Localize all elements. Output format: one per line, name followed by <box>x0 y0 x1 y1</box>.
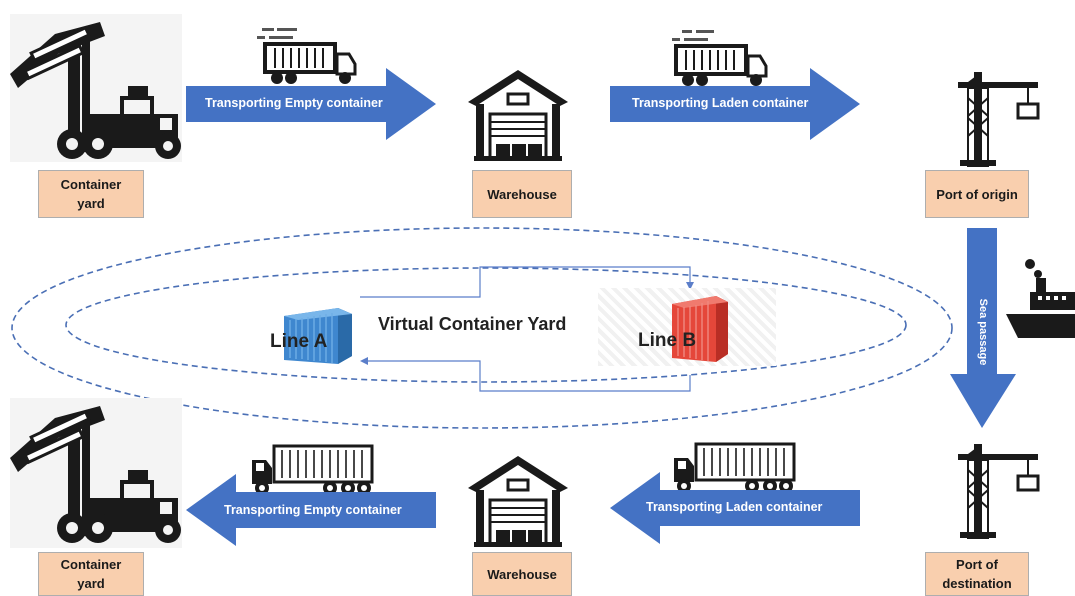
arrow-bottom-left <box>186 474 436 546</box>
shipping-container-icon <box>276 304 354 366</box>
virtual-yard-ellipses <box>11 227 953 429</box>
container-yard-bottom-label: Container yard <box>38 552 144 596</box>
port-crane-icon <box>952 440 1044 540</box>
container-yard-top-label: Container yard <box>38 170 144 218</box>
arrow-bottom-left-label: Transporting Empty container <box>224 503 402 517</box>
arrow-bottom-right-label: Transporting Laden container <box>646 500 823 514</box>
virtual-yard-title: Virtual Container Yard <box>378 314 567 334</box>
arrow-bottom-right <box>610 472 860 544</box>
port-crane-icon <box>952 68 1044 168</box>
arrow-top-right <box>610 68 860 140</box>
container-handler-icon <box>10 398 182 548</box>
line-b-label: Line B <box>638 330 697 351</box>
shipping-container-icon <box>598 288 776 366</box>
arrow-sea-passage-label: Sea passage <box>977 298 989 366</box>
warehouse-icon <box>466 66 570 162</box>
warehouse-top-label: Warehouse <box>472 170 572 218</box>
truck-icon <box>250 440 376 496</box>
line-a-label: Line A <box>270 331 328 352</box>
truck-icon <box>672 438 798 494</box>
port-of-destination-label: Port of destination <box>925 552 1029 596</box>
warehouse-icon <box>466 452 570 548</box>
arrow-top-left-label: Transporting Empty container <box>205 96 383 110</box>
arrow-sea-passage <box>950 228 1016 428</box>
warehouse-bottom-label: Warehouse <box>472 552 572 596</box>
arrow-top-left <box>186 68 436 140</box>
container-handler-icon <box>10 14 182 162</box>
truck-icon <box>257 20 357 86</box>
port-of-origin-label: Port of origin <box>925 170 1029 218</box>
arrow-top-right-label: Transporting Laden container <box>632 96 809 110</box>
truck-icon <box>668 22 768 88</box>
ship-icon <box>1006 254 1075 340</box>
